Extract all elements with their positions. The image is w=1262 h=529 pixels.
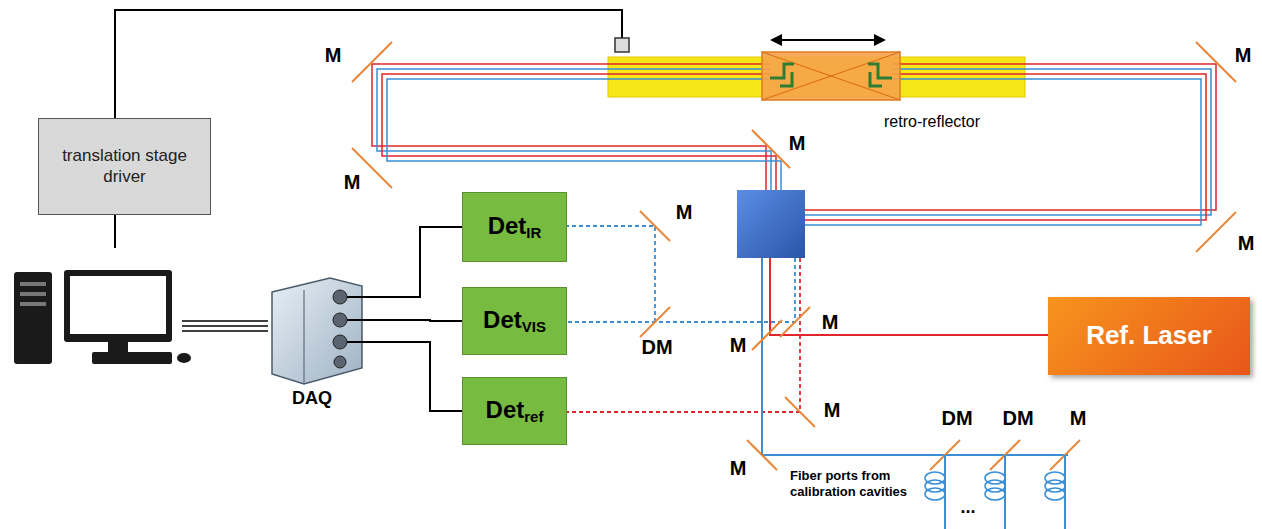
node-text: Det xyxy=(488,212,527,239)
subscript: ref xyxy=(524,408,543,425)
usb-cable xyxy=(182,321,268,331)
computer-icon xyxy=(14,270,191,364)
text-wrap: DetIR xyxy=(488,212,542,242)
part-label: retro-reflector xyxy=(884,112,980,131)
mirror-label: ... xyxy=(960,497,975,519)
node-text: Det xyxy=(486,396,525,423)
laser-box: Ref. Laser xyxy=(1048,297,1250,375)
mirror-label: M xyxy=(676,200,693,224)
beam-line xyxy=(387,79,781,190)
node-text: DAQ xyxy=(292,388,332,408)
reference-beam xyxy=(770,258,1048,335)
beam-line xyxy=(377,69,771,190)
mirror-label: DM xyxy=(1002,406,1033,430)
subscript: IR xyxy=(526,224,541,241)
detector-box: Detref xyxy=(462,377,567,445)
signal-cable xyxy=(362,320,462,321)
beam-splitter xyxy=(737,190,805,258)
fiber-ports xyxy=(925,440,1080,529)
retro-reflector-carriage xyxy=(762,52,900,100)
mirror-label: M xyxy=(325,43,342,67)
text-wrap: translation stage driver xyxy=(39,146,210,187)
beam-line xyxy=(372,64,770,190)
mirrors xyxy=(352,42,1236,470)
detection-beams xyxy=(567,226,800,412)
beam-line xyxy=(382,74,776,190)
signal-cable xyxy=(362,227,462,297)
mirror-label: M xyxy=(1070,406,1087,430)
mirror-label: M xyxy=(730,333,747,357)
text-wrap: DAQ xyxy=(292,388,332,410)
text-wrap: Detref xyxy=(486,396,544,426)
mirror-label: M xyxy=(730,456,747,480)
node-text: Det xyxy=(483,306,522,333)
daq-label-box: DAQ xyxy=(262,275,362,410)
mirror-label: M xyxy=(1235,43,1252,67)
fiber-coil xyxy=(925,488,945,500)
driver-box: translation stage driver xyxy=(38,118,211,215)
mirror-label: M xyxy=(822,310,839,334)
fiber-coil xyxy=(1045,488,1065,500)
text-wrap: Ref. Laser xyxy=(1086,320,1212,351)
text-wrap: DetVIS xyxy=(483,306,546,336)
signal-cable xyxy=(362,342,462,411)
caption-text: Fiber ports from calibration cavities xyxy=(790,468,910,499)
mirror-label: M xyxy=(789,131,806,155)
motion-arrow xyxy=(770,34,886,46)
detector-box: DetIR xyxy=(462,192,567,262)
mirror-label: M xyxy=(1238,231,1255,255)
detector-box: DetVIS xyxy=(462,287,567,355)
mirror-label: DM xyxy=(641,335,672,359)
computer-cable xyxy=(114,215,116,248)
input-beam xyxy=(762,258,1068,455)
mirror-label: DM xyxy=(941,406,972,430)
fiber-coil xyxy=(985,488,1005,500)
stage-connector xyxy=(615,38,629,52)
node-text: translation stage driver xyxy=(62,146,187,185)
subscript: VIS xyxy=(522,318,546,335)
beam-line xyxy=(805,79,1201,225)
daq-device xyxy=(272,278,362,384)
node-text: Ref. Laser xyxy=(1086,320,1212,350)
mirror-label: M xyxy=(824,398,841,422)
mirror-label: M xyxy=(344,170,361,194)
